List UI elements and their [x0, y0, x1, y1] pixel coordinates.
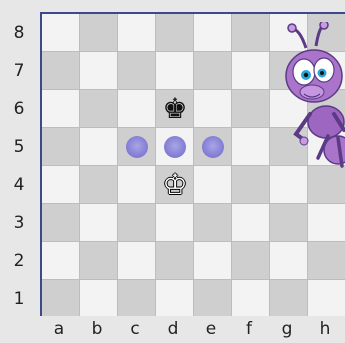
square-h1[interactable]: [308, 280, 345, 316]
square-b4[interactable]: [80, 166, 118, 204]
square-b7[interactable]: [80, 52, 118, 90]
square-h4[interactable]: [308, 166, 345, 204]
square-e8[interactable]: [194, 14, 232, 52]
file-label-h: h: [306, 316, 344, 343]
move-hint-dot-d5[interactable]: [164, 136, 186, 158]
square-a3[interactable]: [42, 204, 80, 242]
square-d1[interactable]: [156, 280, 194, 316]
rank-label-8: 8: [0, 14, 38, 52]
square-e4[interactable]: [194, 166, 232, 204]
file-label-g: g: [268, 316, 306, 343]
file-label-c: c: [116, 316, 154, 343]
square-d3[interactable]: [156, 204, 194, 242]
square-g4[interactable]: [270, 166, 308, 204]
square-b5[interactable]: [80, 128, 118, 166]
white-king-icon[interactable]: ♔: [156, 166, 194, 204]
square-b8[interactable]: [80, 14, 118, 52]
rank-label-1: 1: [0, 280, 38, 318]
black-king-icon[interactable]: ♚: [156, 90, 194, 128]
square-e2[interactable]: [194, 242, 232, 280]
square-e3[interactable]: [194, 204, 232, 242]
square-h2[interactable]: [308, 242, 345, 280]
square-d8[interactable]: [156, 14, 194, 52]
square-c6[interactable]: [118, 90, 156, 128]
square-h3[interactable]: [308, 204, 345, 242]
square-c8[interactable]: [118, 14, 156, 52]
square-d2[interactable]: [156, 242, 194, 280]
square-c4[interactable]: [118, 166, 156, 204]
file-label-a: a: [40, 316, 78, 343]
square-a1[interactable]: [42, 280, 80, 316]
square-a4[interactable]: [42, 166, 80, 204]
rank-label-6: 6: [0, 90, 38, 128]
square-g3[interactable]: [270, 204, 308, 242]
rank-label-4: 4: [0, 166, 38, 204]
square-d7[interactable]: [156, 52, 194, 90]
move-hint-dot-c5[interactable]: [126, 136, 148, 158]
square-b6[interactable]: [80, 90, 118, 128]
square-e6[interactable]: [194, 90, 232, 128]
move-hint-dot-e5[interactable]: [202, 136, 224, 158]
square-b1[interactable]: [80, 280, 118, 316]
purple-ant-character-icon: [262, 22, 345, 168]
square-e7[interactable]: [194, 52, 232, 90]
square-b2[interactable]: [80, 242, 118, 280]
square-c1[interactable]: [118, 280, 156, 316]
square-c2[interactable]: [118, 242, 156, 280]
square-g1[interactable]: [270, 280, 308, 316]
square-f4[interactable]: [232, 166, 270, 204]
file-label-b: b: [78, 316, 116, 343]
file-label-d: d: [154, 316, 192, 343]
square-a6[interactable]: [42, 90, 80, 128]
square-g2[interactable]: [270, 242, 308, 280]
square-a7[interactable]: [42, 52, 80, 90]
square-b3[interactable]: [80, 204, 118, 242]
file-label-f: f: [230, 316, 268, 343]
rank-label-7: 7: [0, 52, 38, 90]
square-c3[interactable]: [118, 204, 156, 242]
square-e1[interactable]: [194, 280, 232, 316]
square-c7[interactable]: [118, 52, 156, 90]
rank-label-2: 2: [0, 242, 38, 280]
square-a5[interactable]: [42, 128, 80, 166]
file-label-e: e: [192, 316, 230, 343]
rank-label-3: 3: [0, 204, 38, 242]
square-a8[interactable]: [42, 14, 80, 52]
rank-label-5: 5: [0, 128, 38, 166]
square-f3[interactable]: [232, 204, 270, 242]
square-a2[interactable]: [42, 242, 80, 280]
square-f1[interactable]: [232, 280, 270, 316]
square-f2[interactable]: [232, 242, 270, 280]
